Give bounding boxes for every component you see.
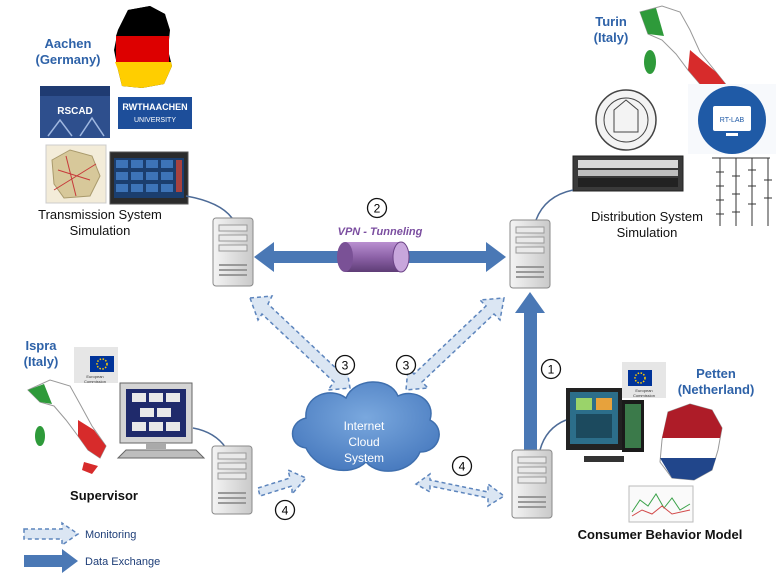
caption-supervisor: Supervisor xyxy=(70,488,138,503)
cloud-label-line1: Internet xyxy=(344,419,385,433)
legend-monitoring-label: Monitoring xyxy=(85,529,136,541)
site-city-ispra: Ispra xyxy=(25,338,57,353)
rtds-rack-picture xyxy=(109,151,189,205)
caption-distribution-line2: Simulation xyxy=(616,224,678,240)
supervisor-workstation xyxy=(116,382,206,459)
svg-text:2: 2 xyxy=(374,202,381,216)
server-distribution xyxy=(509,219,551,289)
svg-text:European: European xyxy=(86,374,103,379)
svg-text:3: 3 xyxy=(403,359,410,373)
svg-text:3: 3 xyxy=(342,359,349,373)
caption-consumer: Consumer Behavior Model xyxy=(577,527,743,542)
marker-monitor-right: 3 xyxy=(395,354,417,376)
marker-consumer-monitor: 4 xyxy=(451,455,473,477)
site-label-aachen: Aachen (Germany) xyxy=(18,36,118,67)
legend-data-exchange-label: Data Exchange xyxy=(85,556,160,568)
site-country-aachen: (Germany) xyxy=(35,51,101,67)
legend-data-exchange-symbol xyxy=(24,549,78,573)
server-consumer xyxy=(511,449,553,519)
polito-seal xyxy=(595,89,657,151)
european-commission-logo-petten: European Commission xyxy=(622,362,666,398)
svg-text:4: 4 xyxy=(459,460,466,474)
consumer-load-chart xyxy=(628,485,694,523)
monitoring-arrow-distribution-cloud xyxy=(405,297,505,391)
grid-map-picture xyxy=(45,144,107,204)
marker-exchange: 1 xyxy=(540,358,562,380)
site-country-turin: (Italy) xyxy=(593,29,629,45)
site-country-petten: (Netherland) xyxy=(677,381,755,397)
svg-text:1: 1 xyxy=(548,363,555,377)
site-label-ispra: Ispra (Italy) xyxy=(6,338,76,369)
site-city-turin: Turin xyxy=(595,14,627,29)
cloud-label-line3: System xyxy=(344,451,384,465)
cloud-label-line2: Cloud xyxy=(348,435,379,449)
caption-transmission-line2: Simulation xyxy=(69,222,131,238)
caption-transmission-line1: Transmission System xyxy=(38,207,162,222)
server-supervisor xyxy=(211,445,253,515)
monitoring-arrow-transmission-cloud xyxy=(248,295,351,391)
site-city-petten: Petten xyxy=(696,366,736,381)
monitoring-arrow-cloud-consumer xyxy=(414,472,506,508)
consumer-monitors-picture xyxy=(566,388,644,462)
site-label-petten: Petten (Netherland) xyxy=(668,366,764,397)
rt-lab-logo: RT-LAB xyxy=(688,84,776,154)
marker-vpn: 2 xyxy=(366,197,388,219)
site-country-ispra: (Italy) xyxy=(23,353,59,369)
svg-text:Commission: Commission xyxy=(633,393,655,398)
italy-map-ispra xyxy=(27,379,107,474)
germany-map-flag xyxy=(114,6,172,88)
rwth-aachen-logo: RWTHAACHEN UNIVERSITY xyxy=(118,97,192,129)
legend-monitoring-symbol xyxy=(23,521,80,547)
connector-lines xyxy=(185,189,574,451)
european-commission-logo-ispra: European Commission xyxy=(74,347,118,384)
internet-cloud xyxy=(291,381,440,472)
caption-distribution: Distribution System Simulation xyxy=(572,209,722,240)
svg-text:Commission: Commission xyxy=(84,379,106,384)
consumer-to-distribution-arrow xyxy=(515,292,545,450)
svg-text:4: 4 xyxy=(282,504,289,518)
svg-text:RT-LAB: RT-LAB xyxy=(720,117,745,124)
netherlands-map-flag xyxy=(659,403,723,481)
vpn-tunnel xyxy=(337,241,410,273)
vpn-tunnel-label: VPN - Tunneling xyxy=(338,226,423,238)
marker-monitor-left: 3 xyxy=(334,354,356,376)
svg-text:European: European xyxy=(635,388,652,393)
monitoring-arrow-supervisor-cloud xyxy=(257,468,308,497)
marker-supervisor-monitor: 4 xyxy=(274,499,296,521)
svg-text:UNIVERSITY: UNIVERSITY xyxy=(134,117,176,124)
site-city-aachen: Aachen xyxy=(44,36,92,51)
site-label-turin: Turin (Italy) xyxy=(566,14,656,45)
server-transmission xyxy=(212,217,254,287)
opal-rt-simulator-picture xyxy=(572,155,684,192)
rscad-screenshot: RSCAD xyxy=(40,86,110,138)
distribution-network-diagram xyxy=(712,157,772,226)
caption-transmission: Transmission System Simulation xyxy=(20,207,180,238)
caption-distribution-line1: Distribution System xyxy=(591,209,703,224)
svg-text:RSCAD: RSCAD xyxy=(57,106,93,117)
svg-text:RWTHAACHEN: RWTHAACHEN xyxy=(122,102,187,112)
